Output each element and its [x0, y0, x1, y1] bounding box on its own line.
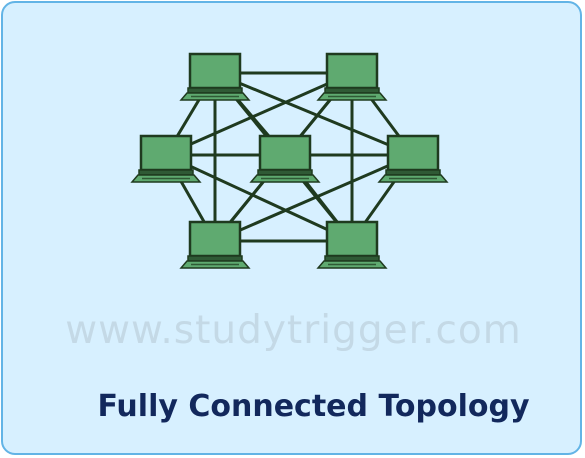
- laptop-icon: [179, 52, 251, 101]
- diagram-caption: Fully Connected Topology: [97, 389, 530, 424]
- network-link: [214, 71, 414, 157]
- network-diagram: [130, 52, 449, 269]
- watermark: www.studytrigger.com: [65, 308, 522, 353]
- laptop-icon: [130, 134, 202, 183]
- nodes-group: [130, 52, 449, 269]
- network-link: [214, 153, 414, 243]
- laptop-icon: [316, 52, 388, 101]
- laptop-icon: [249, 134, 321, 183]
- network-link: [165, 71, 353, 157]
- laptop-icon: [179, 220, 251, 269]
- laptop-icon: [316, 220, 388, 269]
- laptop-icon: [377, 134, 449, 183]
- network-link: [165, 153, 353, 243]
